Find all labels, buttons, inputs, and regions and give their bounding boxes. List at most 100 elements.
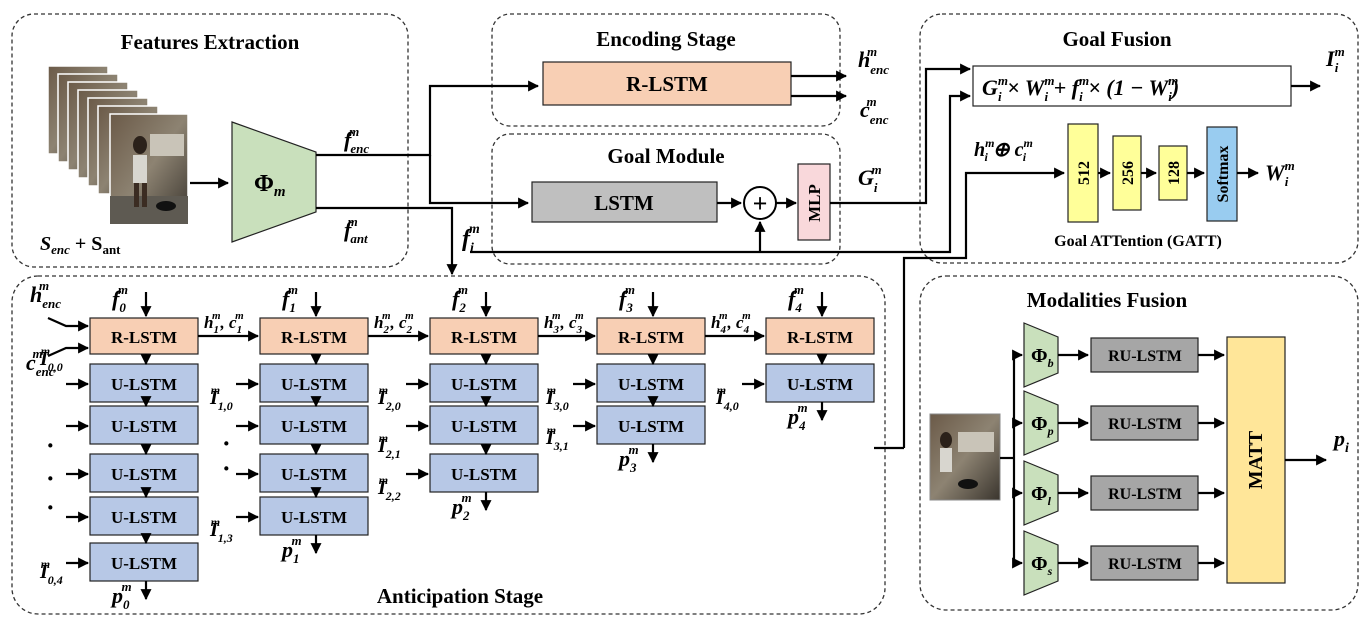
i-input-label-0-1: I0,4m — [39, 557, 63, 587]
p-output-label-4: p4m — [786, 400, 808, 433]
f-top-label-3: f3m — [619, 282, 635, 315]
anticipation-ulstm-0-4 — [89, 542, 199, 582]
softmax-label: Softmax — [1215, 146, 1232, 203]
rulstm-label-0: RU-LSTM — [1108, 348, 1182, 365]
anticipation-ulstm-label-0-3: U-LSTM — [111, 508, 177, 527]
anticipation-ulstm-2-0 — [429, 363, 539, 403]
phi-s-encoder — [1023, 530, 1059, 596]
softmax-block — [1206, 126, 1238, 222]
rulstm-label-2: RU-LSTM — [1108, 486, 1182, 503]
phi-p-encoder — [1023, 390, 1059, 456]
ellipsis-dot-3: · — [222, 429, 231, 458]
i-input-label-1-1: I1,3m — [209, 515, 233, 545]
phi-b-encoder — [1023, 322, 1059, 388]
h-enc-out-label: hencm — [858, 44, 889, 77]
dense-128-label: 128 — [1166, 161, 1183, 185]
anticipation-ulstm-label-1-3: U-LSTM — [281, 508, 347, 527]
phi-m-label: Φm — [254, 171, 286, 200]
h-enc-in-arrow — [47, 316, 90, 332]
g-i-label: Gim — [858, 162, 882, 195]
anticipation-ulstm-label-1-2: U-LSTM — [281, 465, 347, 484]
encoding-title: Encoding Stage — [596, 27, 735, 51]
features-title: Features Extraction — [121, 30, 300, 54]
c-enc-in-arrow — [47, 342, 90, 358]
anticipation-ulstm-label-1-1: U-LSTM — [281, 417, 347, 436]
anticipation-ulstm-1-3 — [259, 496, 369, 536]
anticipation-ulstm-1-2 — [259, 453, 369, 493]
matt-block — [1226, 336, 1286, 584]
phi-s-label: Φs — [1031, 553, 1053, 578]
anticipation-ulstm-label-2-2: U-LSTM — [451, 465, 517, 484]
anticipation-ulstm-label-0-1: U-LSTM — [111, 417, 177, 436]
hc-link-label-2: h3m, c3m — [544, 310, 584, 336]
anticipation-ulstm-label-3-0: U-LSTM — [618, 375, 684, 394]
dense-128-block — [1158, 145, 1188, 201]
goal-fusion-panel — [919, 13, 1359, 264]
f-top-label-0: f0m — [112, 282, 128, 315]
anticipation-ulstm-label-2-0: U-LSTM — [451, 375, 517, 394]
gatt-caption: Goal ATTention (GATT) — [1054, 233, 1222, 250]
anticipation-ulstm-0-3 — [89, 496, 199, 536]
ellipsis-dot-2: · — [46, 493, 55, 522]
encoding-rlstm-block — [542, 61, 792, 106]
g-i-to-fusion-arrow — [830, 63, 972, 205]
i-input-label-4-0: I4,0m — [715, 383, 739, 413]
encoding-panel — [491, 13, 841, 127]
goal-lstm-block — [531, 181, 718, 223]
hc-link-label-0: h1m, c1m — [204, 310, 244, 336]
anticipation-rlstm-label-2: R-LSTM — [451, 328, 517, 347]
anticipation-rlstm-label-4: R-LSTM — [787, 328, 853, 347]
anticipation-title: Anticipation Stage — [377, 584, 543, 608]
anticipation-rlstm-label-3: R-LSTM — [618, 328, 684, 347]
ellipsis-dot-0: · — [46, 431, 55, 460]
anticipation-panel — [11, 275, 886, 615]
p-i-label: pi — [1332, 426, 1349, 456]
c-enc-in-label: cencm — [26, 346, 55, 379]
anticipation-ulstm-label-0-0: U-LSTM — [111, 375, 177, 394]
phi-l-encoder — [1023, 460, 1059, 526]
goal-module-panel — [491, 133, 841, 265]
anticipation-ulstm-0-0 — [89, 363, 199, 403]
goal-fusion-title: Goal Fusion — [1062, 27, 1171, 51]
matt-label: MATT — [1245, 430, 1267, 489]
modality-input-image — [929, 413, 1001, 501]
modalities-title: Modalities Fusion — [1027, 288, 1188, 312]
anticipation-ulstm-3-1 — [596, 405, 706, 445]
hc-to-gatt-arrow — [902, 167, 1066, 448]
anticipation-ulstm-label-0-4: U-LSTM — [111, 554, 177, 573]
p-output-label-3: p3m — [617, 442, 639, 475]
anticipation-ulstm-label-3-1: U-LSTM — [618, 417, 684, 436]
anticipation-ulstm-2-1 — [429, 405, 539, 445]
anticipation-ulstm-0-1 — [89, 405, 199, 445]
anticipation-ulstm-label-4-0: U-LSTM — [787, 375, 853, 394]
f-i-label: fim — [462, 222, 480, 256]
ellipsis-dot-1: · — [46, 464, 55, 493]
goal-lstm-label: LSTM — [594, 191, 654, 215]
p-output-label-2: p2m — [450, 490, 472, 523]
rulstm-block-0 — [1090, 337, 1199, 373]
i-input-label-2-0: I2,0m — [377, 383, 401, 413]
f-ant-to-anticipation-arrow — [316, 206, 458, 276]
f-ant-label: fantm — [344, 214, 368, 246]
i-input-label-3-0: I3,0m — [545, 383, 569, 413]
dense-512-block — [1067, 123, 1099, 223]
c-enc-out-label: cencm — [860, 94, 889, 127]
dense-512-label: 512 — [1076, 161, 1093, 185]
anticipation-rlstm-3 — [596, 317, 706, 355]
sum-symbol: + — [753, 189, 768, 218]
rulstm-block-2 — [1090, 475, 1199, 511]
h-enc-in-label: hencm — [30, 278, 61, 311]
phi-m-encoder — [231, 121, 317, 243]
anticipation-ulstm-4-0 — [765, 363, 875, 403]
f-enc-to-goal-lstm-arrow — [428, 155, 530, 209]
anticipation-rlstm-label-1: R-LSTM — [281, 328, 347, 347]
mlp-label: MLP — [805, 184, 824, 222]
i-input-label-1-0: I1,0m — [209, 383, 233, 413]
fusion-formula-box — [972, 65, 1292, 107]
